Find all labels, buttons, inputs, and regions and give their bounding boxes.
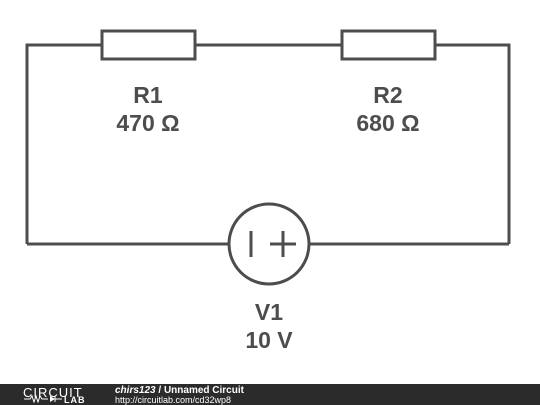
- footer-title-line: chirs123 / Unnamed Circuit: [115, 385, 244, 396]
- r1-name: R1: [133, 82, 163, 108]
- r2-label: R2 680 Ω: [328, 81, 448, 137]
- footer-circuit-name: Unnamed Circuit: [163, 385, 244, 396]
- resistor-r1[interactable]: [100, 29, 197, 61]
- r2-value: 680 Ω: [356, 110, 420, 136]
- r1-label: R1 470 Ω: [88, 81, 208, 137]
- v1-label: V1 10 V: [209, 298, 329, 354]
- footer-username[interactable]: chirs123: [115, 385, 156, 396]
- voltage-source-v1[interactable]: [227, 202, 311, 286]
- logo-text-lab: LAB: [64, 395, 86, 405]
- r2-name: R2: [373, 82, 403, 108]
- resistor-r2[interactable]: [340, 29, 437, 61]
- v1-value: 10 V: [245, 327, 293, 353]
- footer-separator: /: [155, 385, 164, 396]
- wire-top-right: [435, 43, 511, 244]
- footer-url[interactable]: http://circuitlab.com/cd32wp8: [115, 395, 232, 405]
- logo-resistor-icon: [24, 394, 62, 403]
- logo-text-circuit[interactable]: CIRCUIT: [23, 385, 83, 400]
- schematic-svg: [25, 29, 511, 286]
- v1-name: V1: [254, 299, 284, 325]
- footer-bar: CIRCUIT LAB chirs123 / Unnamed Circuit h…: [0, 384, 540, 405]
- schematic-canvas: R1 470 Ω R2 680 Ω V1 10 V: [25, 29, 511, 354]
- wire-top-left: [25, 43, 102, 244]
- r1-value: 470 Ω: [116, 110, 180, 136]
